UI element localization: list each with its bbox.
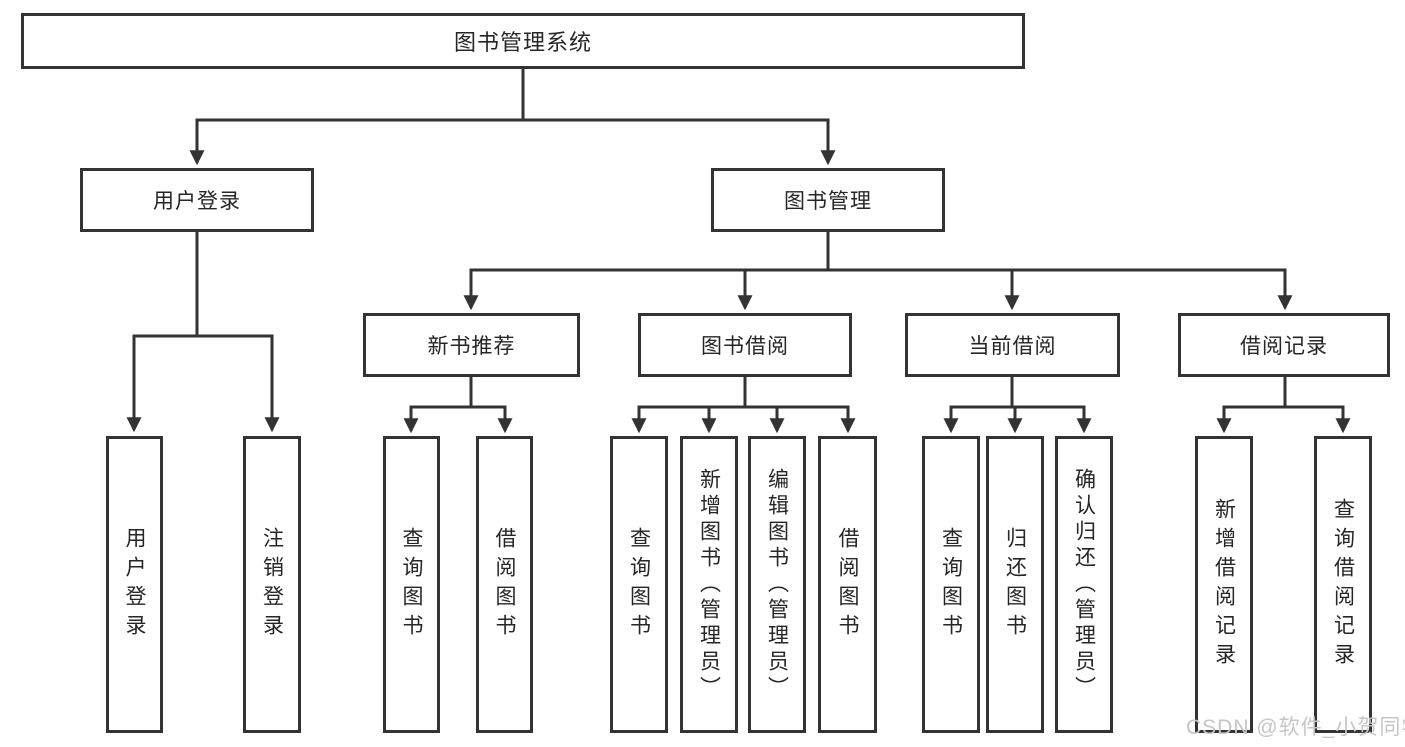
- leaf-label: 归还图书: [1003, 526, 1027, 643]
- leaf-label: 确认归还（管理员）: [1072, 467, 1096, 702]
- node-current-borrow: 当前借阅: [905, 313, 1120, 377]
- node-root: 图书管理系统: [21, 13, 1025, 69]
- node-label: 新书推荐: [427, 335, 516, 358]
- leaf-query-borrow-record: 查询借阅记录: [1314, 436, 1372, 733]
- node-new-book-recommend: 新书推荐: [363, 313, 580, 377]
- leaf-borrow-books: 借阅图书: [818, 436, 877, 733]
- leaf-confirm-return-admin: 确认归还（管理员）: [1055, 436, 1113, 733]
- leaf-label: 编辑图书（管理员）: [765, 467, 789, 702]
- leaf-logout: 注销登录: [243, 436, 301, 733]
- leaf-query-books-current: 查询图书: [922, 436, 980, 733]
- node-root-label: 图书管理系统: [453, 30, 592, 55]
- leaf-edit-book-admin: 编辑图书（管理员）: [748, 436, 806, 733]
- leaf-label: 借阅图书: [493, 526, 516, 643]
- leaf-query-books-recommend: 查询图书: [383, 436, 440, 733]
- leaf-user-login: 用户登录: [106, 436, 163, 733]
- leaf-label: 查询借阅记录: [1331, 497, 1355, 672]
- node-label: 当前借阅: [968, 335, 1057, 358]
- leaf-label: 用户登录: [123, 526, 146, 643]
- node-book-borrow: 图书借阅: [638, 313, 852, 377]
- leaf-label: 查询图书: [939, 526, 963, 643]
- leaf-label: 查询图书: [400, 526, 423, 643]
- leaf-return-book: 归还图书: [986, 436, 1044, 733]
- leaf-borrow-books-recommend: 借阅图书: [476, 436, 533, 733]
- leaf-label: 借阅图书: [836, 526, 859, 643]
- node-label: 图书管理: [784, 190, 872, 213]
- node-book-management: 图书管理: [711, 168, 945, 232]
- node-user-login: 用户登录: [80, 168, 314, 232]
- leaf-add-borrow-record: 新增借阅记录: [1195, 436, 1253, 733]
- node-label: 借阅记录: [1240, 335, 1328, 358]
- node-borrow-records: 借阅记录: [1178, 313, 1390, 377]
- node-label: 用户登录: [153, 190, 241, 213]
- leaf-query-books-borrow: 查询图书: [610, 436, 668, 733]
- leaf-label: 查询图书: [627, 526, 651, 643]
- node-label: 图书借阅: [701, 335, 789, 358]
- leaf-label: 注销登录: [260, 526, 284, 643]
- leaf-add-book-admin: 新增图书（管理员）: [680, 436, 738, 733]
- watermark: CSDN @软件_小贺同学: [1186, 716, 1405, 739]
- leaf-label: 新增借阅记录: [1212, 497, 1236, 672]
- leaf-label: 新增图书（管理员）: [697, 467, 721, 702]
